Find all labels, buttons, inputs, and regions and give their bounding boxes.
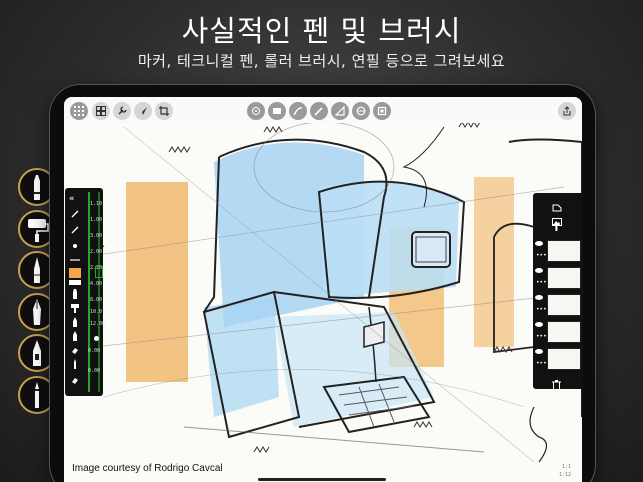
brush-panel: « 1.10 1.00 3.00 2.00 2.20 4.00 8.00 10.… bbox=[65, 188, 106, 396]
eraser-icon[interactable] bbox=[69, 344, 81, 355]
brush-pencil-icon[interactable] bbox=[69, 358, 81, 369]
brush-tech-pen-icon[interactable] bbox=[69, 316, 81, 327]
layer-row[interactable]: ••• bbox=[533, 346, 583, 372]
brush-preset-1[interactable] bbox=[69, 208, 81, 219]
dot-size-icon[interactable] bbox=[69, 240, 81, 251]
swatch-white[interactable] bbox=[69, 280, 81, 285]
layer-thumbnail bbox=[547, 294, 581, 316]
size-label-0: 1.10 bbox=[90, 201, 103, 207]
layer-row[interactable]: ••• bbox=[533, 265, 583, 291]
more-icon[interactable]: ••• bbox=[536, 360, 547, 367]
eye-icon[interactable] bbox=[535, 268, 543, 273]
layer-thumbnail bbox=[547, 267, 581, 289]
shape-icon[interactable] bbox=[352, 102, 370, 120]
image-credit: Image courtesy of Rodrigo Cavcal bbox=[72, 463, 223, 474]
ruler-icon[interactable] bbox=[331, 102, 349, 120]
size-label-2: 3.00 bbox=[90, 233, 103, 239]
brush-preset-2[interactable] bbox=[69, 224, 81, 235]
new-layer-icon[interactable] bbox=[552, 197, 562, 216]
more-icon[interactable]: ••• bbox=[536, 279, 547, 286]
headline: 사실적인 펜 및 브러시 bbox=[181, 14, 462, 48]
smudge-icon[interactable] bbox=[289, 102, 307, 120]
layer-thumbnail bbox=[547, 348, 581, 370]
size-slider-track[interactable] bbox=[88, 192, 90, 392]
layer-thumbnail bbox=[547, 240, 581, 262]
drawing-canvas[interactable] bbox=[64, 97, 582, 482]
layer-thumbnail bbox=[547, 321, 581, 343]
collapse-icon[interactable]: « bbox=[69, 194, 75, 204]
gallery-icon[interactable] bbox=[92, 102, 110, 120]
size-label-5: 4.00 bbox=[90, 281, 103, 287]
more-icon[interactable]: ••• bbox=[536, 333, 547, 340]
eye-icon[interactable] bbox=[535, 349, 543, 354]
zoom-ratio: 1:1 bbox=[562, 464, 572, 470]
layer-row[interactable]: ••• bbox=[533, 238, 583, 264]
eye-icon[interactable] bbox=[535, 241, 543, 246]
size-slider-thumb[interactable] bbox=[95, 266, 103, 278]
brush-icon[interactable] bbox=[268, 102, 286, 120]
brush-roller-icon[interactable] bbox=[69, 302, 81, 313]
crop-icon[interactable] bbox=[155, 102, 173, 120]
size-label-3: 2.00 bbox=[90, 249, 103, 255]
marker-icon bbox=[18, 168, 56, 206]
eye-icon[interactable] bbox=[535, 295, 543, 300]
brush-marker-icon[interactable] bbox=[69, 288, 81, 299]
size-label-4: 2.20 bbox=[90, 265, 103, 271]
trash-icon[interactable] bbox=[552, 375, 561, 394]
top-toolbar bbox=[64, 97, 582, 123]
select-icon[interactable] bbox=[134, 102, 152, 120]
more-icon[interactable]: ••• bbox=[536, 306, 547, 313]
app-screen bbox=[64, 97, 582, 482]
zoom-level: 1:12 bbox=[559, 472, 572, 478]
image-layer-icon[interactable] bbox=[552, 211, 562, 230]
layer-row[interactable]: ••• bbox=[533, 319, 583, 345]
brush-fountain-icon[interactable] bbox=[69, 330, 81, 341]
size-label-8: 12.00 bbox=[90, 321, 106, 327]
size-label-7: 10.0 bbox=[90, 309, 103, 315]
layers-panel: T ••• ••• ••• ••• ••• bbox=[533, 193, 583, 391]
grid-icon[interactable] bbox=[70, 102, 88, 120]
layers-icon[interactable] bbox=[373, 102, 391, 120]
layer-row[interactable]: ••• bbox=[533, 292, 583, 318]
opacity-label-0: 0.00 bbox=[88, 348, 101, 354]
guides-icon[interactable] bbox=[247, 102, 265, 120]
eye-icon[interactable] bbox=[535, 322, 543, 327]
line-stroke-icon[interactable] bbox=[69, 254, 81, 265]
more-icon[interactable]: ••• bbox=[536, 252, 547, 259]
size-label-6: 8.00 bbox=[90, 297, 103, 303]
share-icon[interactable] bbox=[558, 102, 576, 120]
text-layer-button[interactable]: T bbox=[553, 223, 560, 234]
eraser-2-icon[interactable] bbox=[69, 374, 81, 385]
opacity-slider-thumb[interactable] bbox=[94, 336, 99, 341]
swatch-orange[interactable] bbox=[69, 268, 81, 278]
subline: 마커, 테크니컬 펜, 롤러 브러시, 연필 등으로 그려보세요 bbox=[137, 52, 506, 70]
airbrush-icon bbox=[18, 334, 56, 372]
size-label-1: 1.00 bbox=[90, 217, 103, 223]
home-indicator bbox=[258, 478, 386, 481]
pen-icon[interactable] bbox=[310, 102, 328, 120]
opacity-slider-track[interactable] bbox=[98, 192, 100, 392]
opacity-label-1: 0.00 bbox=[88, 368, 101, 374]
wrench-icon[interactable] bbox=[113, 102, 131, 120]
